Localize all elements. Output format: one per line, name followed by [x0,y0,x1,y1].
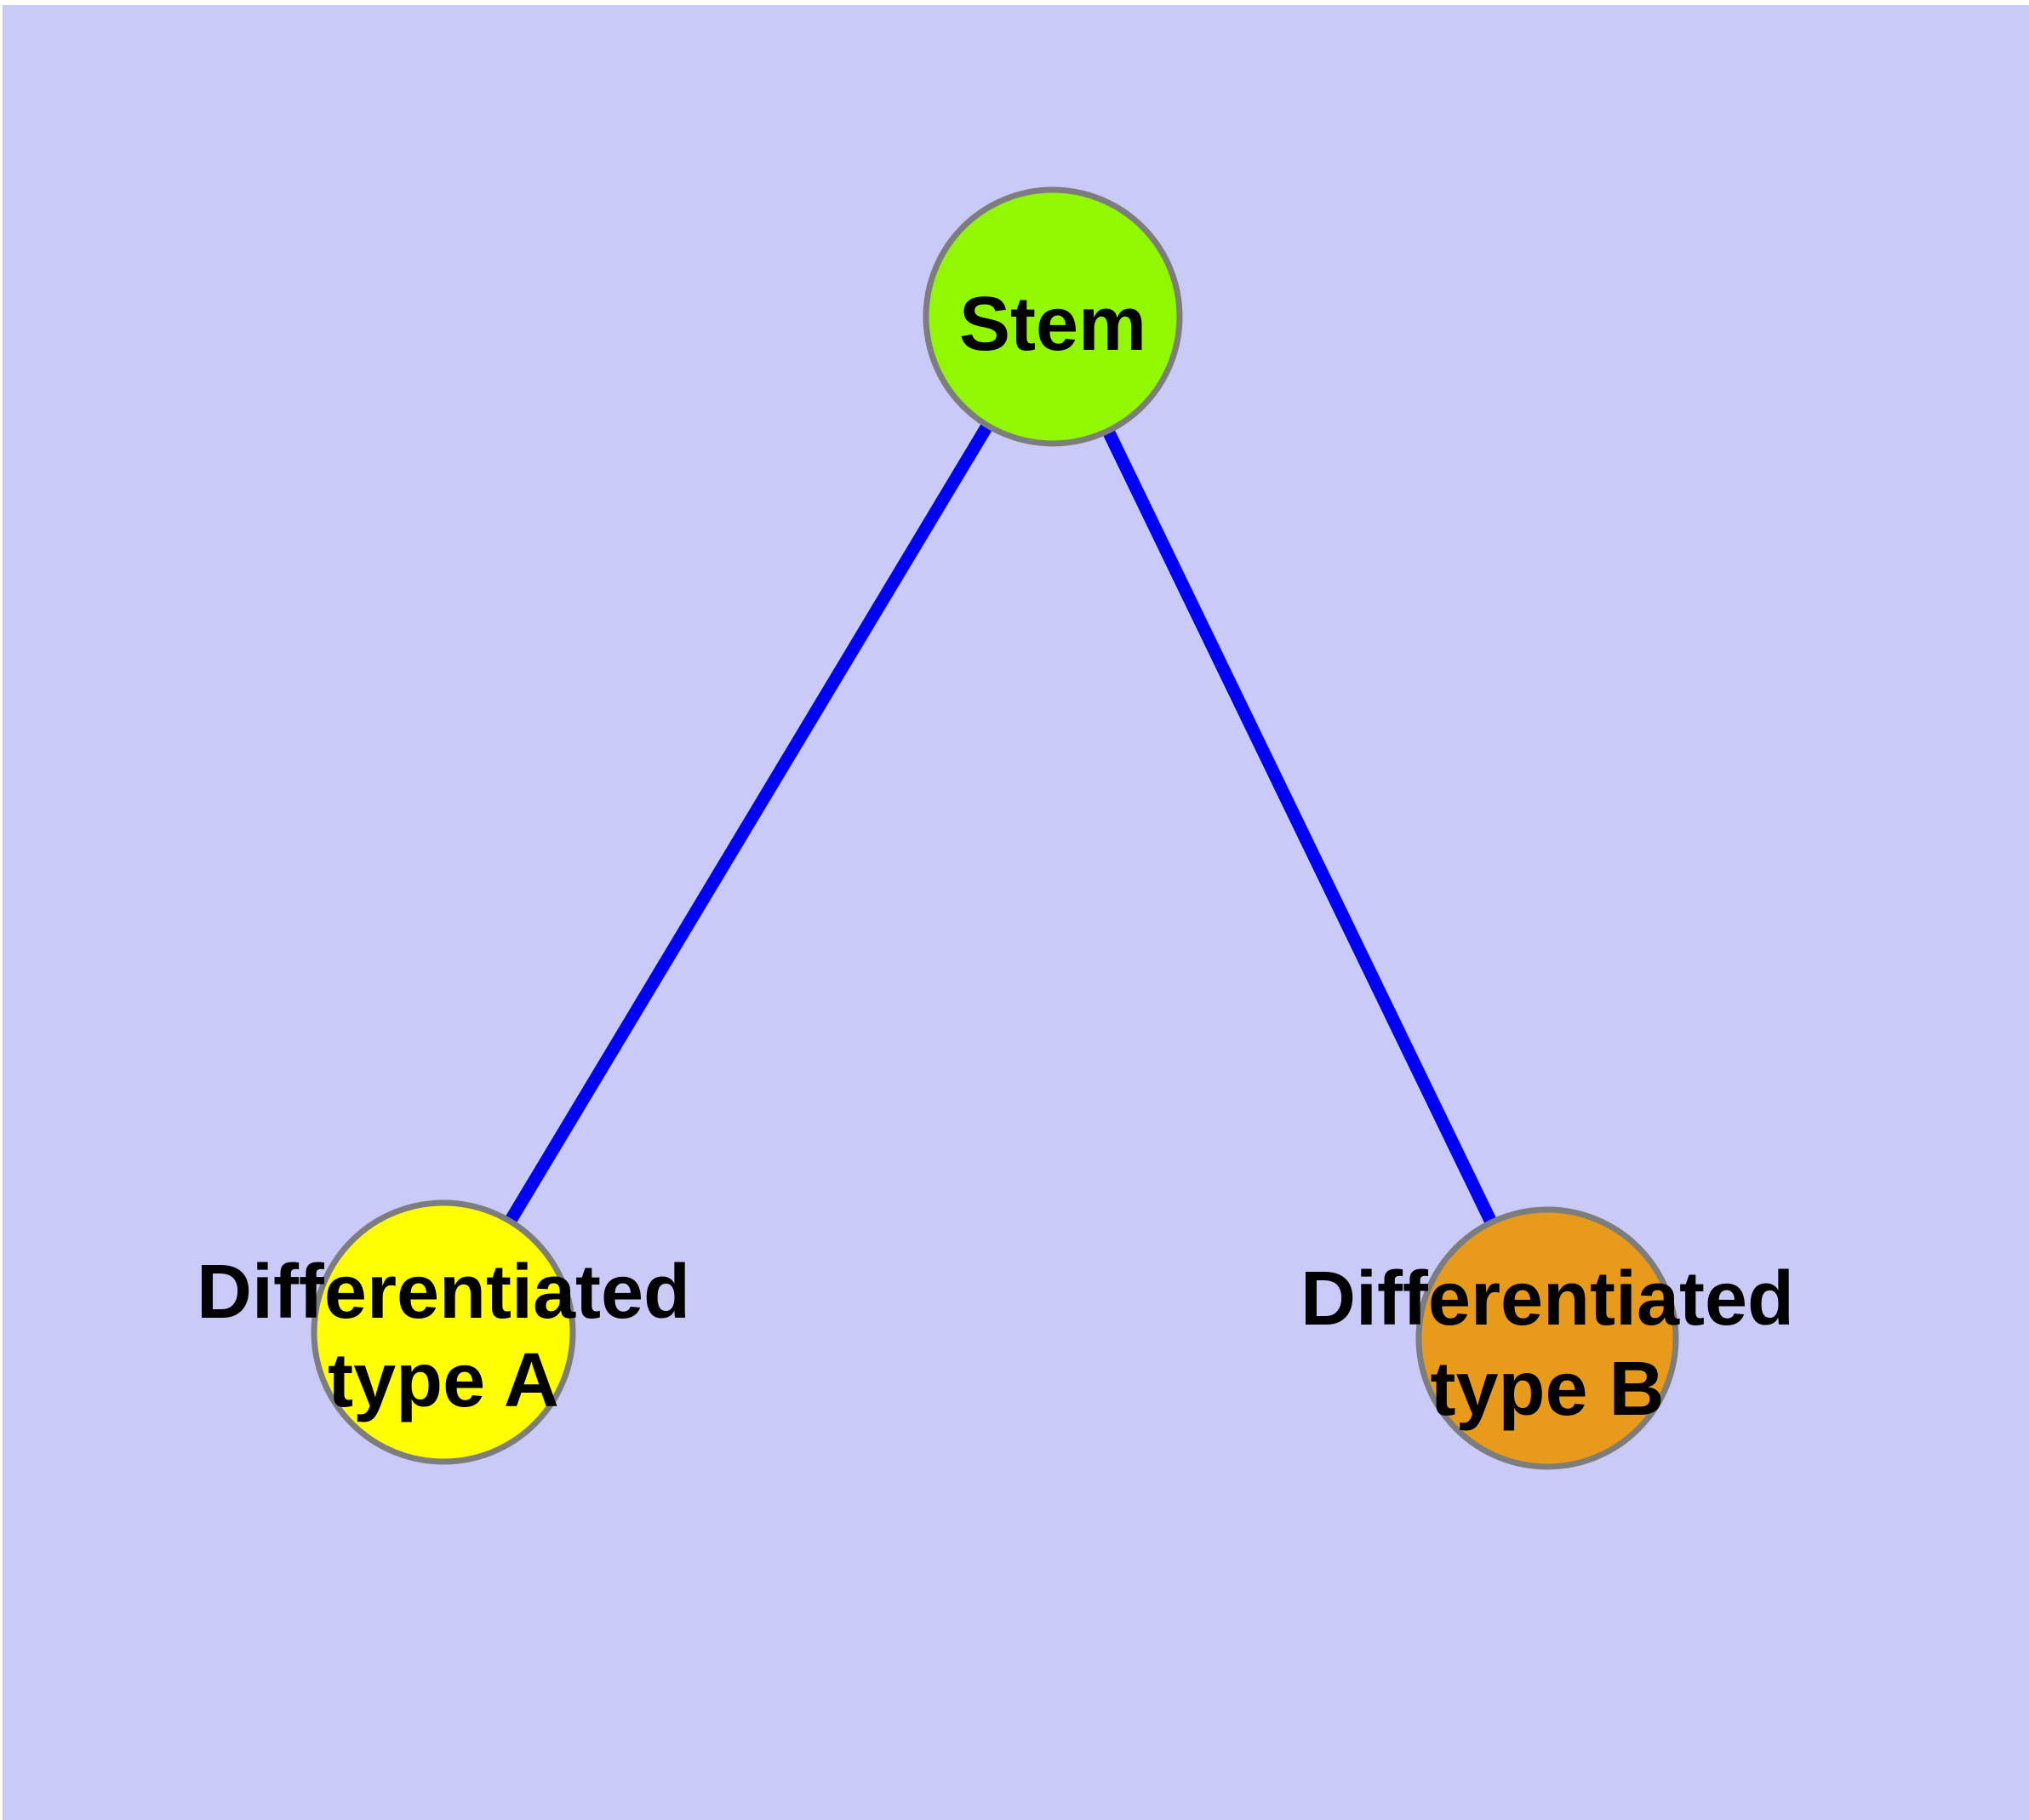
node-type-a-circle [311,1199,576,1465]
node-type-b-label-line2: type B [1430,1347,1664,1432]
edge-stem-to-type-a [437,313,1059,1336]
node-type-a-label-line1: Differentiated [197,1250,690,1335]
node-type-b-circle [1415,1206,1679,1470]
node-type-a-label-line2: type A [328,1338,559,1423]
node-differentiated-type-a: Differentiated type A [197,1199,690,1465]
node-type-b-label-line1: Differentiated [1300,1256,1794,1342]
node-stem: Stem [923,186,1183,447]
edges [437,313,1553,1342]
node-stem-label: Stem [959,282,1146,367]
node-stem-circle [923,186,1183,447]
node-differentiated-type-b: Differentiated type B [1300,1206,1794,1470]
edge-stem-to-type-b [1047,313,1553,1342]
